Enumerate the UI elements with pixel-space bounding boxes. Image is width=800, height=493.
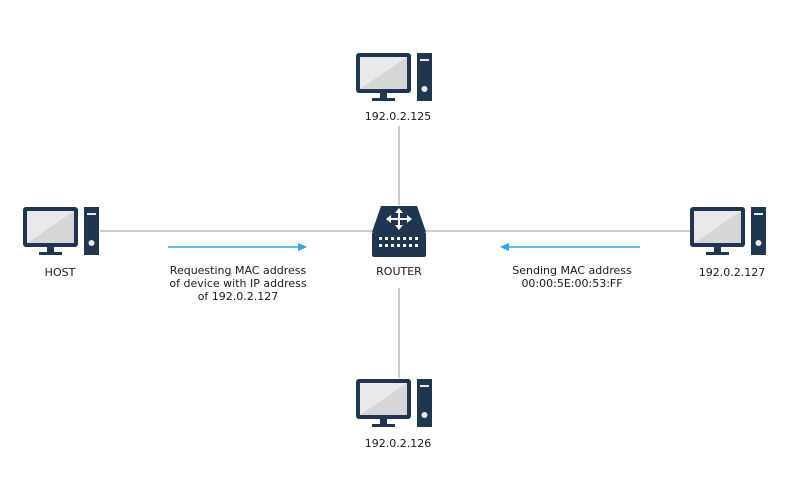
bottom-computer-label: 192.0.2.126 — [364, 437, 432, 450]
request-message-line-3: of 192.0.2.127 — [197, 290, 279, 303]
bottom-computer-icon — [356, 379, 432, 427]
request-arrow — [168, 243, 307, 251]
response-message: Sending MAC address 00:00:5E:00:53:FF — [512, 264, 631, 290]
top-computer-icon — [356, 53, 432, 101]
request-message-line-1: Requesting MAC address — [169, 264, 307, 277]
request-message: Requesting MAC address of device with IP… — [169, 264, 306, 303]
host-label: HOST — [44, 266, 76, 279]
response-message-line-2: 00:00:5E:00:53:FF — [521, 277, 623, 290]
response-message-line-1: Sending MAC address — [512, 264, 632, 277]
response-arrow — [500, 243, 640, 251]
router-label: ROUTER — [376, 265, 422, 278]
host-computer-icon — [23, 207, 99, 255]
top-computer-label: 192.0.2.125 — [364, 110, 432, 123]
right-computer-label: 192.0.2.127 — [698, 266, 766, 279]
router-icon — [372, 206, 426, 257]
right-computer-icon — [690, 207, 766, 255]
request-message-line-2: of device with IP address — [169, 277, 307, 290]
